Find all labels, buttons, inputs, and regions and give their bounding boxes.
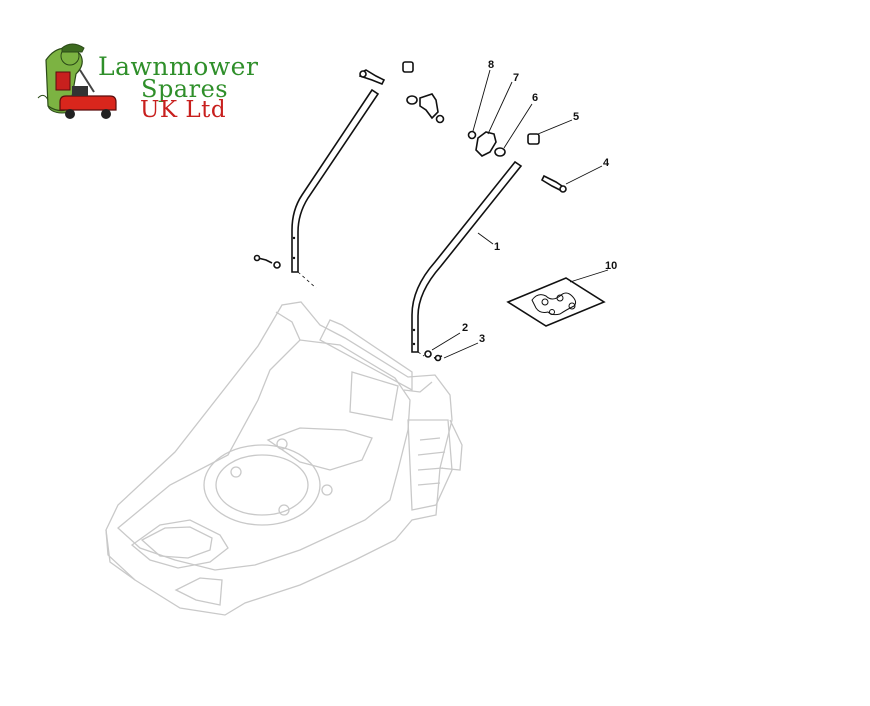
mower-deck <box>105 301 463 616</box>
callout-8: 8 <box>488 59 494 71</box>
hardware-bag-10 <box>506 277 606 327</box>
left-base-screw <box>253 254 281 269</box>
left-handle-knob <box>402 61 445 124</box>
logo-line2: Spares <box>141 75 229 103</box>
washer-6 <box>494 147 506 157</box>
logo-line3: UK Ltd <box>140 97 227 123</box>
callout-6: 6 <box>532 92 538 104</box>
left-mount-guide <box>297 271 317 289</box>
right-mount-guide <box>417 351 425 357</box>
star-knob-7 <box>475 131 497 157</box>
callout-3: 3 <box>479 333 485 345</box>
callout-1: 1 <box>494 241 500 253</box>
logo-mascot-icon <box>37 43 117 119</box>
left-handle-bar <box>291 88 380 273</box>
base-screw-3 <box>433 354 443 362</box>
callout-7: 7 <box>513 72 519 84</box>
handle-knob-5 <box>527 133 540 145</box>
logo-line1: Lawnmower <box>98 52 259 81</box>
callout-group: 1 2 3 4 5 6 7 8 10 <box>431 59 617 359</box>
left-handle-bolt <box>358 69 386 86</box>
callout-5: 5 <box>573 111 579 123</box>
callout-2: 2 <box>462 322 468 334</box>
handle-bolt-4 <box>540 174 567 193</box>
callout-10: 10 <box>605 260 617 272</box>
base-nut-2 <box>424 350 432 358</box>
callout-4: 4 <box>603 157 610 169</box>
nut-8 <box>467 130 477 140</box>
